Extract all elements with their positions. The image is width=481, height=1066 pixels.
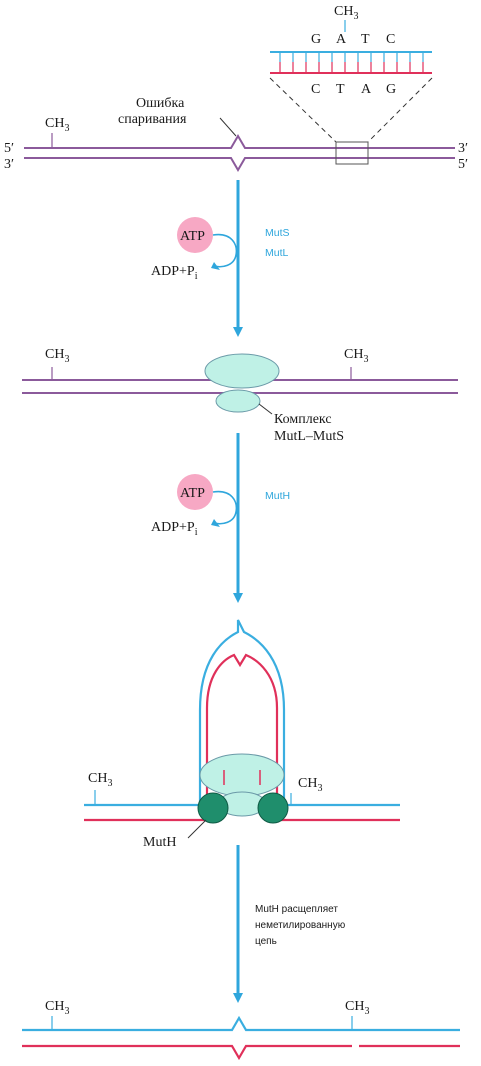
inset-zoom-line-right: [367, 77, 433, 143]
stage1-methyl-label: CH3: [45, 116, 69, 134]
stage-1-duplex: 5′ 3′ 3′ 5′ CH3 Ошибка спаривания: [4, 96, 468, 172]
complex-label-line2: MutL–MutS: [274, 429, 344, 444]
step2-atp-circle: [177, 474, 213, 510]
step1-atp-label: ATP: [180, 229, 205, 244]
stage2-methyl-right: CH3: [344, 347, 368, 365]
step2-curved-arrow: [212, 490, 238, 525]
step-2: ATP ADP+Pi MutH: [151, 433, 290, 603]
step1-enzyme-mutl: MutL: [265, 247, 289, 259]
mismatch-label-line1: Ошибка: [136, 96, 185, 111]
end-label-top-left: 5′: [4, 141, 14, 156]
step-3: MutH расщепляет неметилированную цепь: [233, 845, 346, 1003]
step2-atp-label: ATP: [180, 486, 205, 501]
inset-zoom-line-left: [269, 77, 337, 143]
inset-base-bottom-3: G: [386, 82, 396, 97]
stage1-bottom-strand: [24, 157, 455, 172]
inset-base-bottom-2: A: [361, 82, 372, 97]
step2-enzyme-muth: MutH: [265, 490, 290, 502]
inset-bottom-rungs: [279, 62, 424, 73]
stage3-muts-protein: [199, 753, 285, 797]
step2-curved-arrowhead: [211, 519, 220, 527]
step3-note-line2: неметилированную: [255, 920, 346, 931]
stage4-methyl-left: CH3: [45, 999, 69, 1017]
inset-top-rungs: [279, 52, 424, 62]
inset-methyl-label: CH3: [334, 4, 358, 22]
step1-product-label: ADP+Pi: [151, 264, 198, 282]
stage-2-complex: CH3 CH3 Комплекс MutL–MutS: [22, 347, 458, 444]
muts-protein: [204, 353, 280, 389]
stage3-blue-strand: [84, 619, 400, 807]
stage3-red-strand: [84, 653, 400, 822]
gatc-inset: CH3 G A T C C T A G: [269, 4, 433, 143]
stage-3-loop: CH3 CH3 MutH: [84, 619, 400, 850]
inset-base-top-3: C: [386, 32, 395, 47]
muth-label: MutH: [143, 835, 176, 850]
step2-product-label: ADP+Pi: [151, 520, 198, 538]
inset-base-top-2: T: [361, 32, 370, 47]
complex-label-line1: Комплекс: [274, 412, 332, 427]
step-1: ATP ADP+Pi MutS MutL: [151, 180, 290, 337]
end-label-bottom-right: 5′: [458, 157, 468, 172]
step3-note-line1: MutH расщепляет: [255, 904, 338, 915]
mismatch-pointer: [219, 117, 237, 137]
muth-protein-right: [257, 792, 289, 824]
stage2-methyl-left: CH3: [45, 347, 69, 365]
stage1-top-strand: [24, 134, 455, 149]
stage4-top-strand: [22, 1015, 460, 1032]
complex-pointer: [258, 403, 273, 415]
muth-pointer: [187, 819, 207, 839]
stage-4-duplex: CH3 CH3: [22, 999, 460, 1061]
step1-enzyme-muts: MutS: [265, 227, 290, 239]
step1-atp-circle: [177, 217, 213, 253]
stage3-methyl-left: CH3: [88, 771, 112, 789]
gatc-site-box: [335, 141, 369, 165]
stage4-methyl-right: CH3: [345, 999, 369, 1017]
muth-protein-left: [197, 792, 229, 824]
inset-base-bottom-0: C: [311, 82, 320, 97]
end-label-bottom-left: 3′: [4, 157, 14, 172]
mutl-protein: [215, 389, 261, 413]
step1-curved-arrow: [212, 233, 238, 268]
stage3-methyl-right: CH3: [298, 776, 322, 794]
stage4-bottom-strand-left: [22, 1044, 352, 1061]
end-label-top-right: 3′: [458, 141, 468, 156]
step1-curved-arrowhead: [211, 262, 220, 270]
inset-base-top-1: A: [336, 32, 347, 47]
step3-note-line3: цепь: [255, 936, 277, 947]
mismatch-label-line2: спаривания: [118, 112, 187, 127]
inset-base-bottom-1: T: [336, 82, 345, 97]
inset-base-top-0: G: [311, 32, 321, 47]
